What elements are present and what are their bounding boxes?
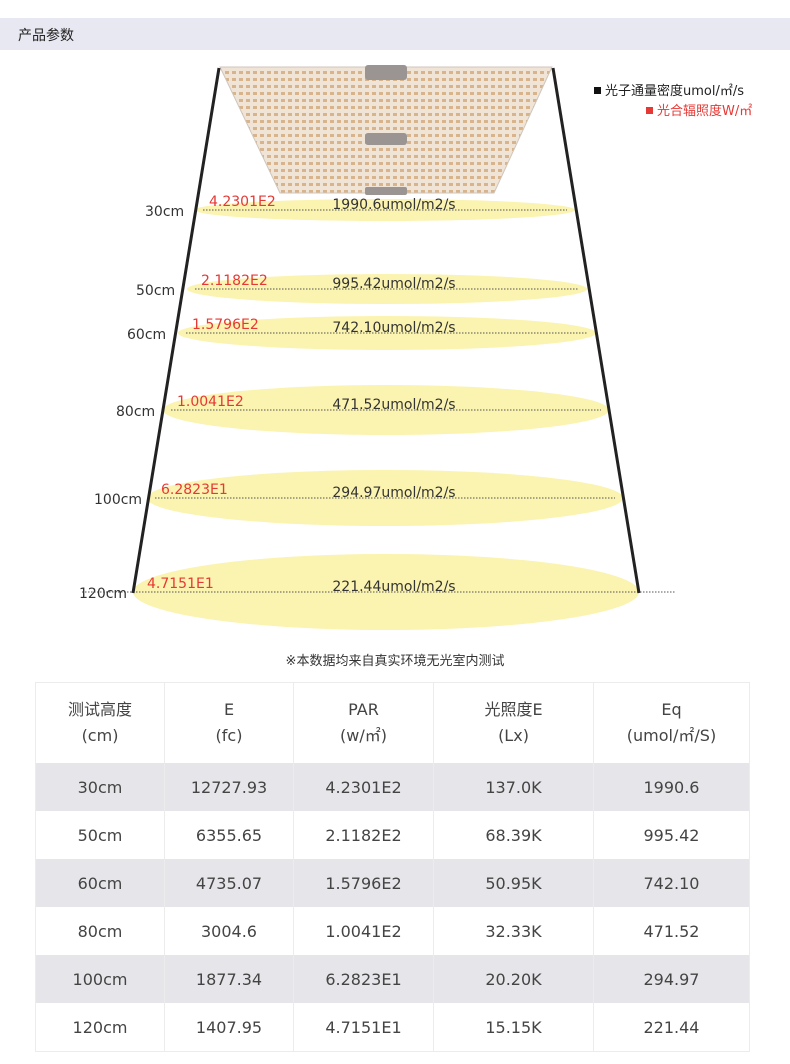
cell-eq: 995.42 [593, 811, 750, 859]
table-row: 100cm 1877.34 6.2823E1 20.20K 294.97 [35, 955, 750, 1003]
irradiance-value: 1.0041E2 [177, 394, 244, 410]
header-fc: E(fc) [164, 682, 294, 763]
cell-lux: 68.39K [433, 811, 594, 859]
height-label: 100cm [94, 492, 142, 508]
ppfd-value: 221.44umol/m2/s [332, 579, 455, 595]
legend-swatch-red [646, 107, 653, 114]
header-lux: 光照度E(Lx) [433, 682, 594, 763]
driver-box-icon [365, 133, 407, 145]
ppfd-value: 294.97umol/m2/s [332, 485, 455, 501]
beam-edge-left [131, 67, 221, 594]
driver-box-icon [365, 187, 407, 195]
cell-par: 1.5796E2 [293, 859, 434, 907]
cell-eq: 294.97 [593, 955, 750, 1003]
header-height: 测试高度(cm) [35, 682, 165, 763]
cell-height: 60cm [35, 859, 165, 907]
cell-par: 2.1182E2 [293, 811, 434, 859]
beam-edge-right [551, 67, 641, 594]
height-label: 50cm [136, 283, 175, 299]
table-row: 50cm 6355.65 2.1182E2 68.39K 995.42 [35, 811, 750, 859]
legend-ppfd-label: 光子通量密度umol/㎡/s [605, 84, 745, 99]
ppfd-value: 1990.6umol/m2/s [332, 197, 455, 213]
irradiance-value: 6.2823E1 [161, 482, 228, 498]
cell-lux: 50.95K [433, 859, 594, 907]
cell-height: 120cm [35, 1003, 165, 1052]
irradiance-value: 1.5796E2 [192, 317, 259, 333]
cell-eq: 742.10 [593, 859, 750, 907]
legend-irradiance: 光合辐照度W/㎡ [646, 100, 752, 119]
cell-fc: 3004.6 [164, 907, 294, 955]
cell-fc: 1877.34 [164, 955, 294, 1003]
cell-fc: 6355.65 [164, 811, 294, 859]
led-grow-light-panel [219, 65, 553, 195]
table-row: 80cm 3004.6 1.0041E2 32.33K 471.52 [35, 907, 750, 955]
spec-table: 测试高度(cm) E(fc) PAR(w/㎡) 光照度E(Lx) Eq(umol… [35, 682, 750, 1052]
cell-height: 30cm [35, 763, 165, 811]
section-header: 产品参数 [0, 18, 790, 50]
irradiance-value: 2.1182E2 [201, 273, 268, 289]
cell-height: 80cm [35, 907, 165, 955]
height-label: 30cm [145, 204, 184, 220]
section-title: 产品参数 [18, 28, 74, 44]
cell-eq: 471.52 [593, 907, 750, 955]
light-spot-ellipse [195, 199, 575, 221]
cell-par: 1.0041E2 [293, 907, 434, 955]
cell-par: 4.2301E2 [293, 763, 434, 811]
ppfd-value: 995.42umol/m2/s [332, 276, 455, 292]
cell-lux: 32.33K [433, 907, 594, 955]
cell-lux: 20.20K [433, 955, 594, 1003]
cell-fc: 4735.07 [164, 859, 294, 907]
table-row: 120cm 1407.95 4.7151E1 15.15K 221.44 [35, 1003, 750, 1052]
cell-eq: 221.44 [593, 1003, 750, 1052]
ppfd-value: 471.52umol/m2/s [332, 397, 455, 413]
height-label: 120cm [79, 586, 127, 602]
cell-fc: 12727.93 [164, 763, 294, 811]
spec-table-header-row: 测试高度(cm) E(fc) PAR(w/㎡) 光照度E(Lx) Eq(umol… [35, 682, 750, 763]
light-distribution-diagram: 30cm 4.2301E2 1990.6umol/m2/s 50cm 2.1182E2 9… [79, 65, 675, 630]
cell-fc: 1407.95 [164, 1003, 294, 1052]
table-row: 30cm 12727.93 4.2301E2 137.0K 1990.6 [35, 763, 750, 811]
header-par: PAR(w/㎡) [293, 682, 434, 763]
legend-ppfd: 光子通量密度umol/㎡/s [594, 80, 744, 99]
light-spot-ellipse [147, 470, 623, 526]
table-row: 60cm 4735.07 1.5796E2 50.95K 742.10 [35, 859, 750, 907]
cell-height: 100cm [35, 955, 165, 1003]
height-label: 80cm [116, 404, 155, 420]
cell-lux: 15.15K [433, 1003, 594, 1052]
irradiance-value: 4.2301E2 [209, 194, 276, 210]
irradiance-value: 4.7151E1 [147, 576, 214, 592]
height-label: 60cm [127, 327, 166, 343]
test-note: ※本数据均来自真实环境无光室内测试 [285, 654, 505, 669]
cell-lux: 137.0K [433, 763, 594, 811]
header-eq: Eq(umol/㎡/S) [593, 682, 750, 763]
cell-height: 50cm [35, 811, 165, 859]
light-spot-ellipse [163, 385, 609, 435]
legend-swatch-black [594, 87, 601, 94]
ppfd-value: 742.10umol/m2/s [332, 320, 455, 336]
driver-box-icon [365, 65, 407, 80]
cell-eq: 1990.6 [593, 763, 750, 811]
cell-par: 4.7151E1 [293, 1003, 434, 1052]
legend-irradiance-label: 光合辐照度W/㎡ [657, 104, 753, 119]
cell-par: 6.2823E1 [293, 955, 434, 1003]
